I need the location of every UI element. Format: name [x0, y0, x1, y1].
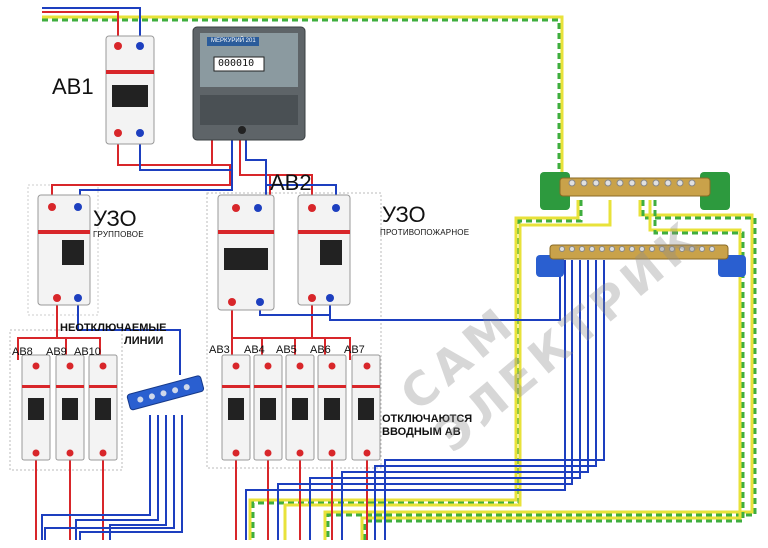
label-ab3: АВ3 [209, 344, 230, 356]
earth-busbar [540, 172, 730, 210]
label-ab8: АВ8 [12, 346, 33, 358]
earth-wires [42, 15, 757, 540]
label-ab7: АВ7 [344, 344, 365, 356]
label-neotkl-2: ЛИНИИ [124, 335, 164, 347]
label-uzo-left: УЗО [93, 206, 137, 231]
label-uzo-right: УЗО [382, 202, 426, 227]
neutral-busbar [536, 244, 746, 277]
label-ab4: АВ4 [244, 344, 265, 356]
breakers-middle[interactable] [221, 354, 381, 461]
label-uzo-right-sub: ПРОТИВОПОЖАРНОЕ [380, 228, 470, 237]
label-ab6: АВ6 [310, 344, 331, 356]
label-uzo-left-sub: ГРУППОВОЕ [93, 230, 144, 239]
ab2-breaker[interactable] [217, 194, 275, 311]
middle-breaker-group-box [206, 192, 382, 469]
ab1-breaker[interactable] [105, 35, 155, 145]
label-ab9: АВ9 [46, 346, 67, 358]
label-otkl-1: ОТКЛЮЧАЮТСЯ [382, 413, 473, 425]
label-otkl-2: ВВОДНЫМ АВ [382, 426, 461, 438]
neutral-busbar-small [126, 375, 205, 411]
neutral-wires [41, 7, 605, 540]
label-neotkl-1: НЕОТКЛЮЧАЕМЫЕ [60, 322, 167, 334]
left-breaker-group-box [9, 329, 123, 471]
meter-brand: МЕРКУРИЙ 201 [211, 38, 256, 44]
label-ab10: АВ10 [74, 346, 101, 358]
breakers-left[interactable] [21, 354, 118, 461]
electricity-meter [192, 26, 306, 141]
uzo-group-device[interactable] [37, 194, 91, 306]
uzo-fire-device[interactable] [297, 194, 351, 306]
label-ab5: АВ5 [276, 344, 297, 356]
label-ab1: АВ1 [52, 74, 94, 99]
meter-reading: 000010 [218, 58, 255, 69]
label-ab2: АВ2 [270, 170, 312, 195]
